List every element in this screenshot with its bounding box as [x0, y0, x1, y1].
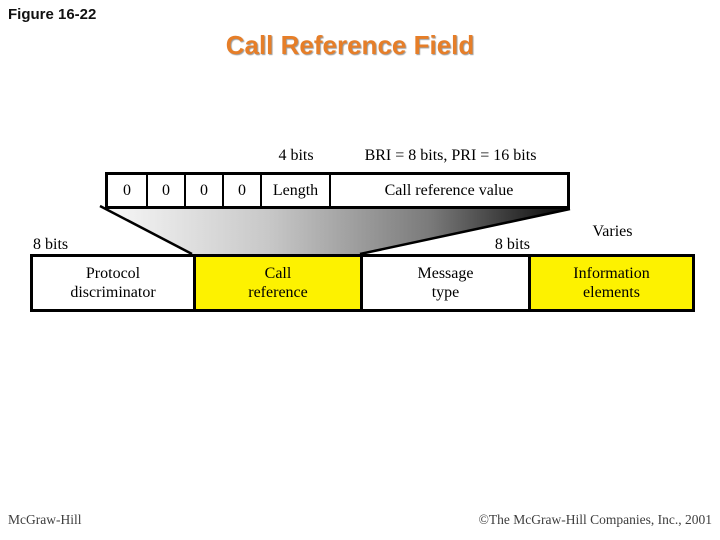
expanded-octet-row: 0 0 0 0 Length Call reference value: [105, 172, 570, 209]
label-8-bits-left: 8 bits: [33, 236, 69, 253]
call-reference-value-cell: Call reference value: [329, 175, 567, 206]
protocol-discriminator-cell: Protocol discriminator: [70, 264, 156, 301]
label-8-bits-right: 8 bits: [494, 236, 530, 253]
label-varies: Varies: [592, 223, 633, 240]
footer-publisher: McGraw-Hill: [8, 512, 82, 527]
bit-cell-3: 0: [184, 175, 222, 206]
label-bri-pri-bits: BRI = 8 bits, PRI = 16 bits: [364, 147, 537, 164]
page-title: Call Reference Field: [225, 30, 475, 60]
figure-label: Figure 16-22: [8, 6, 97, 23]
information-elements-cell: Information elements: [528, 257, 692, 309]
bit-cell-1: 0: [123, 181, 131, 199]
bit-cell-2: 0: [146, 175, 184, 206]
bit-cell-4: 0: [222, 175, 260, 206]
footer-copyright: ©The McGraw-Hill Companies, Inc., 2001: [478, 512, 712, 527]
call-reference-cell: Call reference: [193, 257, 360, 309]
length-cell: Length: [260, 175, 329, 206]
message-type-cell: Message type: [360, 257, 528, 309]
message-format-row: Protocol discriminator Call reference Me…: [30, 254, 695, 312]
label-4-bits: 4 bits: [278, 147, 314, 164]
